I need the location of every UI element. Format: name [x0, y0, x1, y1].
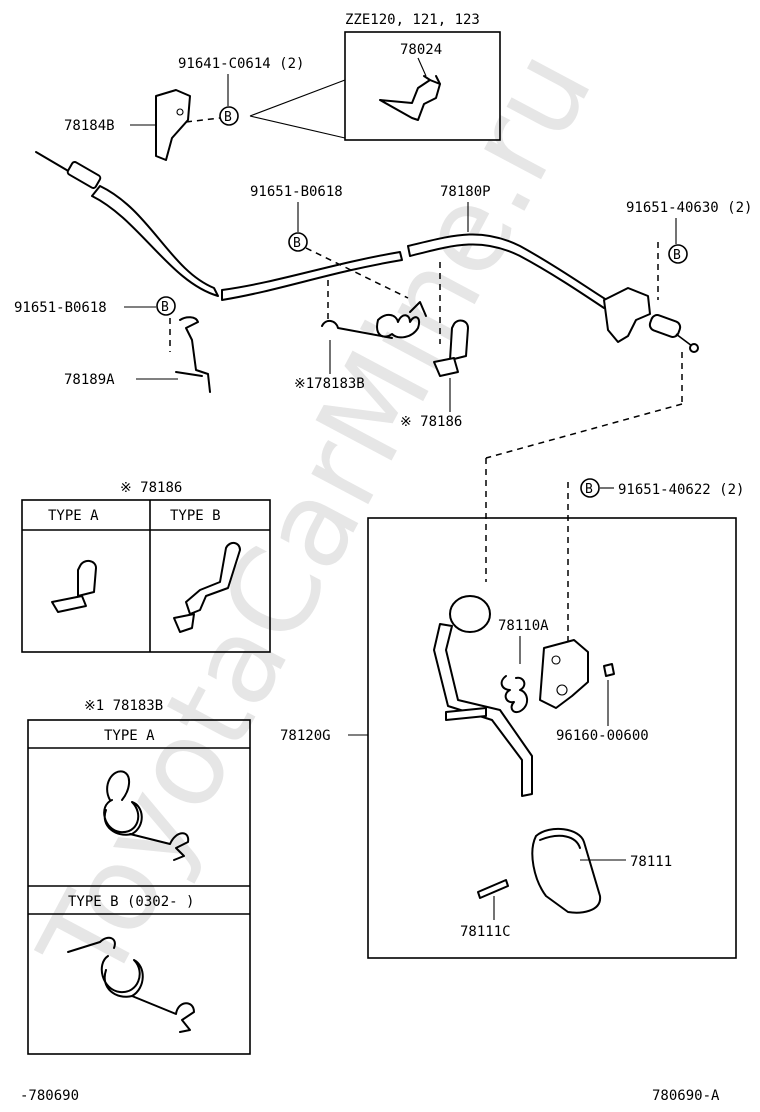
table-78186 — [21, 499, 271, 653]
bolt-b-letter: B — [673, 248, 681, 263]
accelerator-cable-78180p — [35, 151, 699, 353]
bolt-b-circle — [219, 106, 239, 126]
table-178183b — [27, 719, 251, 1055]
label-91651-40622: 91651-40622 (2) — [618, 482, 744, 498]
table-78186-title: ※ 78186 — [120, 480, 182, 496]
bolt-b-letter: B — [293, 236, 301, 251]
label-78111: 78111 — [630, 854, 672, 870]
label-78184b: 78184B — [64, 118, 115, 134]
bracket-78110a-drawing — [539, 639, 589, 709]
bracket-78184b-drawing — [155, 89, 191, 161]
table-78186-col-a: TYPE A — [48, 508, 99, 524]
pin-78111c-drawing — [477, 879, 509, 899]
inset-box — [344, 31, 501, 141]
label-96160-00600: 96160-00600 — [556, 728, 649, 744]
watermark-text: ToyotaCarMine.ru — [12, 28, 618, 1004]
spring-type-b-drawing — [67, 936, 195, 1033]
spring-78110a-drawing — [500, 675, 528, 714]
clip-78186-drawing — [433, 319, 469, 377]
table-178183b-type-b: TYPE B (0302- ) — [68, 894, 194, 910]
table-178183b-title: ※1 78183B — [84, 698, 163, 714]
bolt-b-letter: B — [224, 110, 232, 125]
clip-type-b-drawing — [173, 542, 241, 633]
bolt-b-letter: B — [161, 300, 169, 315]
label-78186: ※ 78186 — [400, 414, 462, 430]
footer-left-code: -780690 — [20, 1088, 79, 1104]
label-91651-b0618-left: 91651-B0618 — [14, 300, 107, 316]
label-91651-b0618-top: 91651-B0618 — [250, 184, 343, 200]
pedal-assembly-box — [367, 517, 737, 959]
table-178183b-type-a: TYPE A — [104, 728, 155, 744]
label-78111c: 78111C — [460, 924, 511, 940]
label-91641-c0614: 91641-C0614 (2) — [178, 56, 304, 72]
footer-right-code: 780690-A — [652, 1088, 720, 1104]
clamp-78189a-drawing — [175, 316, 211, 393]
label-78189a: 78189A — [64, 372, 115, 388]
pedal-arm-drawing — [433, 595, 533, 797]
bolt-b-letter: B — [585, 482, 593, 497]
label-78120g: 78120G — [280, 728, 331, 744]
label-78180p: 78180P — [440, 184, 491, 200]
label-91651-40630: 91651-40630 (2) — [626, 200, 752, 216]
label-178183b: ※178183B — [294, 376, 365, 392]
inset-model-label: ZZE120, 121, 123 — [345, 12, 480, 28]
nut-96160-drawing — [603, 663, 615, 677]
label-78110a: 78110A — [498, 618, 549, 634]
spring-178183b-drawing — [321, 301, 427, 339]
clip-type-a-drawing — [51, 560, 97, 613]
table-78186-col-b: TYPE B — [170, 508, 221, 524]
inset-part-label: 78024 — [400, 42, 442, 58]
pedal-pad-78111-drawing — [531, 827, 602, 914]
spring-type-a-drawing — [103, 770, 190, 861]
bracket-78024-drawing — [379, 75, 441, 121]
